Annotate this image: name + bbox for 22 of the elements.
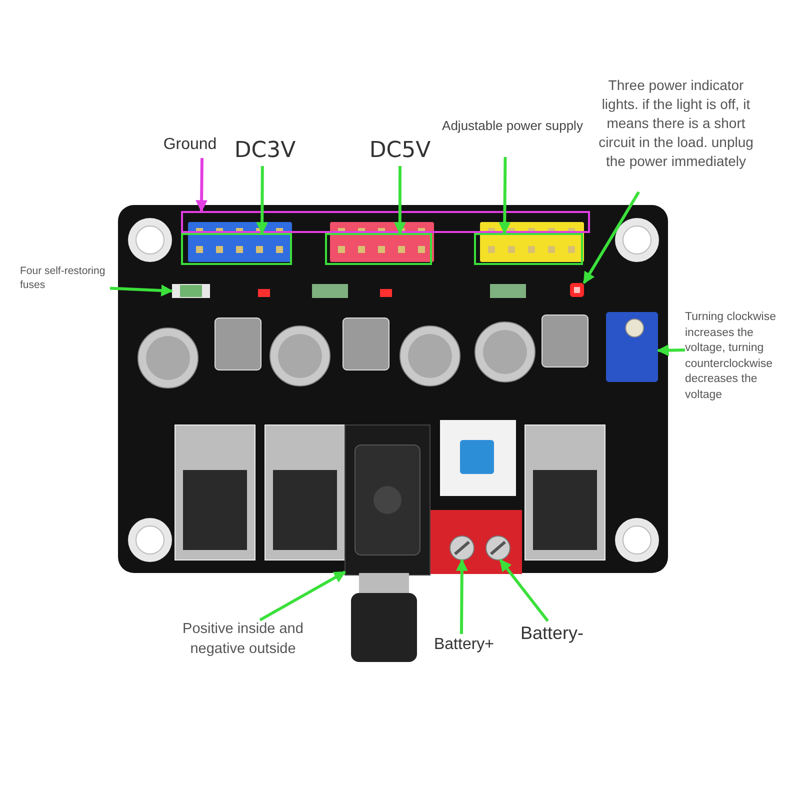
leader-arrow bbox=[582, 191, 640, 284]
leader-arrow bbox=[456, 558, 468, 634]
leader-arrow bbox=[196, 158, 208, 212]
callout-label: DC5V bbox=[357, 136, 443, 166]
callout-label: Three power indicator lights. if the light is off, it means there is a short circuit in the load. unplug the power immediately bbox=[595, 76, 757, 192]
leader-arrow bbox=[499, 559, 549, 622]
leader-arrow bbox=[259, 570, 346, 622]
callout-label: Four self-restoring fuses bbox=[20, 264, 110, 308]
ground-pin-frame bbox=[181, 211, 590, 233]
callout-label: Battery+ bbox=[422, 634, 506, 658]
header-frame bbox=[474, 233, 583, 265]
header-frame bbox=[181, 233, 292, 265]
leader-arrow bbox=[256, 166, 268, 234]
leader-arrow bbox=[498, 156, 511, 234]
header-frame bbox=[325, 233, 432, 265]
callout-label: Positive inside and negative outside bbox=[158, 620, 328, 664]
leader-arrow bbox=[110, 284, 174, 296]
leader-arrow bbox=[394, 166, 406, 234]
callout-label: Battery- bbox=[510, 621, 594, 648]
callout-label: Turning clockwise increases the voltage, turning counterclockwise decreases the voltage bbox=[685, 310, 785, 418]
leader-arrow bbox=[656, 344, 686, 356]
callout-label: Adjustable power supply bbox=[440, 117, 585, 157]
